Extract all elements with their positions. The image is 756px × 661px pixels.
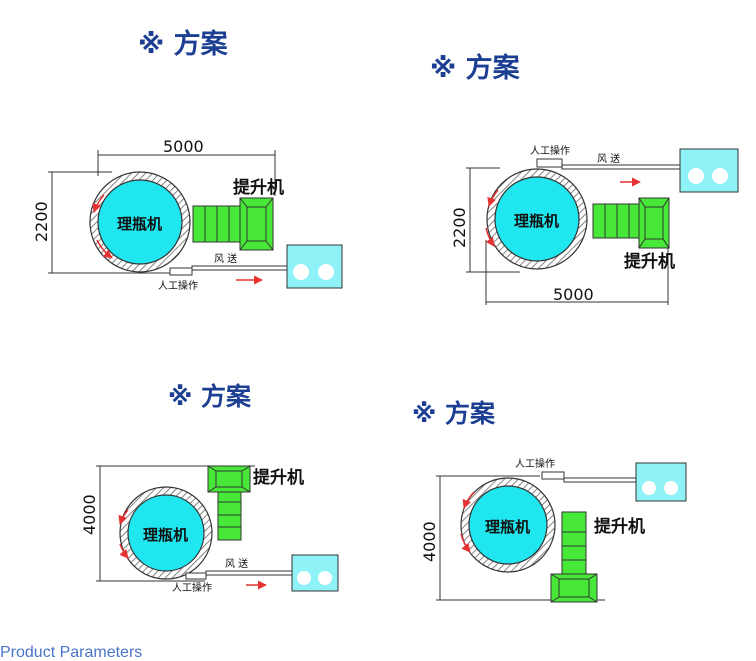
manual-label-p1: 人工操作 (158, 279, 198, 292)
sorter-label-p4: 理瓶机 (485, 518, 530, 536)
air-label-p3: 风 送 (225, 557, 248, 570)
product-parameters-heading: Product Parameters (0, 644, 143, 661)
elevator-label-p1: 提升机 (233, 177, 284, 198)
plan-1: 5000 2200 理瓶机 提升机 人工操作 风 送 (32, 137, 343, 292)
air-label-p1: 风 送 (214, 252, 237, 265)
manual-label-p3: 人工操作 (172, 581, 212, 594)
air-label-p2: 风 送 (597, 152, 620, 165)
sorter-label-p1: 理瓶机 (117, 215, 162, 233)
sorter-label-p2: 理瓶机 (514, 212, 559, 230)
dim-height-2200-p1: 2200 (32, 201, 51, 242)
plan-title-3: ※ 方案 (168, 382, 252, 411)
plan-title-2: ※ 方案 (430, 53, 520, 84)
plan-2: 5000 2200 理瓶机 提升机 人工操作 风 送 (450, 144, 739, 305)
plan-title-1: ※ 方案 (138, 29, 228, 60)
elevator-label-p4: 提升机 (594, 516, 645, 537)
manual-label-p2: 人工操作 (530, 144, 570, 157)
dim-width-5000-p2: 5000 (553, 285, 594, 304)
plan-3: 4000 理瓶机 提升机 人工操作 风 送 (80, 465, 339, 594)
elevator-label-p2: 提升机 (624, 251, 675, 272)
dim-height-2200-p2: 2200 (450, 207, 469, 248)
dim-height-4000-p4: 4000 (420, 521, 439, 562)
dim-width-5000-p1: 5000 (163, 137, 204, 156)
elevator-label-p3: 提升机 (253, 467, 304, 488)
plan-4: 4000 理瓶机 提升机 人工操作 (420, 457, 687, 603)
sorter-label-p3: 理瓶机 (143, 526, 188, 544)
plan-title-4: ※ 方案 (412, 399, 496, 428)
dim-height-4000-p3: 4000 (80, 494, 99, 535)
manual-label-p4: 人工操作 (515, 457, 555, 470)
